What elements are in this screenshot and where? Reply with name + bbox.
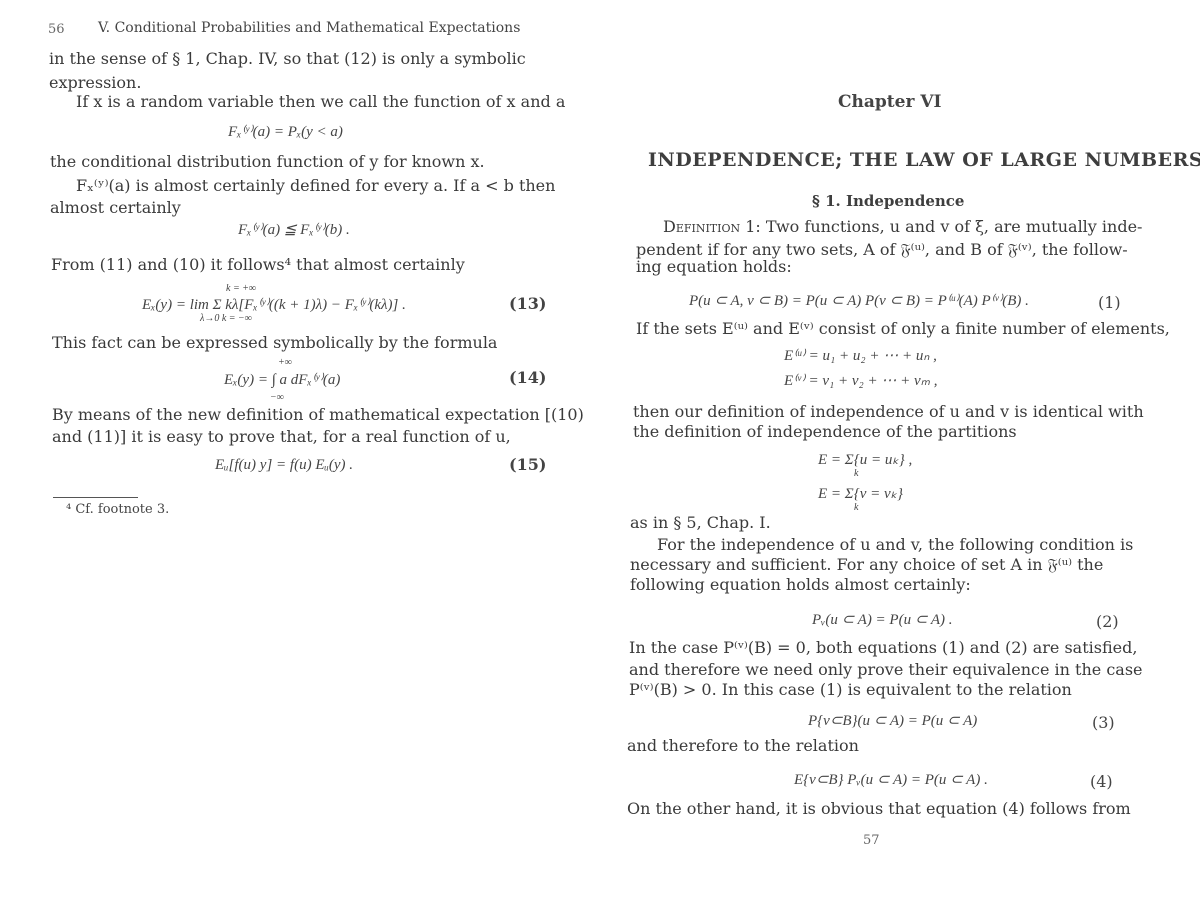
page-number: 57 bbox=[863, 833, 880, 848]
sum-lower-limit: λ→0 k = −∞ bbox=[200, 313, 252, 324]
text-line: necessary and sufficient. For any choice… bbox=[630, 555, 1104, 574]
equation-number-2: (2) bbox=[1096, 612, 1119, 631]
text-line: Fₓ⁽ʸ⁾(a) is almost certainly defined for… bbox=[76, 176, 556, 195]
equation-E-v: E⁽ᵛ⁾ = v₁ + v₂ + ⋯ + vₘ , bbox=[784, 373, 938, 389]
text-line: the definition of independence of the pa… bbox=[633, 422, 1017, 441]
text-line: and (11)] it is easy to prove that, for … bbox=[52, 427, 511, 446]
text-line: In the case P⁽ᵛ⁾(B) = 0, both equations … bbox=[629, 638, 1138, 657]
text-line: P⁽ᵛ⁾(B) > 0. In this case (1) is equival… bbox=[629, 680, 1072, 699]
text-line: On the other hand, it is obvious that eq… bbox=[627, 799, 1131, 818]
footnote-rule bbox=[53, 497, 138, 498]
text-line: and therefore to the relation bbox=[627, 736, 859, 755]
page-number: 56 bbox=[48, 22, 65, 37]
partition-v: E = Σ{v = vₖ} bbox=[818, 486, 904, 502]
text-line: This fact can be expressed symbolically … bbox=[52, 333, 498, 352]
text-line: almost certainly bbox=[50, 198, 181, 217]
text-line: By means of the new definition of mathem… bbox=[52, 405, 584, 424]
text-line: If x is a random variable then we call t… bbox=[76, 92, 566, 111]
text-line: : Two functions, u and v of ξ, are mutua… bbox=[755, 217, 1143, 236]
partition-u: E = Σ{u = uₖ} , bbox=[818, 452, 913, 468]
equation-number-14: (14) bbox=[509, 368, 547, 387]
equation-4: E{v⊂B} Pᵥ(u ⊂ A) = P(u ⊂ A) . bbox=[794, 772, 988, 788]
section-heading: § 1. Independence bbox=[812, 192, 965, 210]
equation-number-15: (15) bbox=[509, 455, 547, 474]
equation-E-u: E⁽ᵘ⁾ = u₁ + u₂ + ⋯ + uₙ , bbox=[784, 348, 937, 364]
text-line: ing equation holds: bbox=[636, 257, 792, 276]
integral-lower-limit: −∞ bbox=[270, 392, 284, 403]
equation-number-1: (1) bbox=[1098, 293, 1121, 312]
sum-index: k bbox=[854, 502, 859, 513]
text-line: expression. bbox=[49, 73, 142, 92]
equation-3: P{v⊂B}(u ⊂ A) = P(u ⊂ A) bbox=[808, 713, 978, 729]
left-page: 56 V. Conditional Probabilities and Math… bbox=[48, 20, 584, 517]
footnote: ⁴ Cf. footnote 3. bbox=[66, 502, 170, 517]
equation-number-3: (3) bbox=[1092, 713, 1115, 732]
integral-upper-limit: +∞ bbox=[278, 357, 292, 368]
equation-13: Eₓ(y) = lim Σ kλ[Fₓ⁽ʸ⁾((k + 1)λ) − Fₓ⁽ʸ⁾… bbox=[142, 297, 406, 313]
text-line: and therefore we need only prove their e… bbox=[629, 660, 1143, 679]
text-line: From (11) and (10) it follows⁴ that almo… bbox=[51, 255, 465, 274]
equation-number-13: (13) bbox=[509, 294, 547, 313]
running-header: V. Conditional Probabilities and Mathema… bbox=[98, 20, 521, 36]
definition-line: Definition 1: Two functions, u and v of … bbox=[663, 217, 1142, 237]
equation-2: Pᵥ(u ⊂ A) = P(u ⊂ A) . bbox=[812, 612, 953, 628]
equation-number-4: (4) bbox=[1090, 772, 1113, 791]
equation-1: P(u ⊂ A, v ⊂ B) = P(u ⊂ A) P(v ⊂ B) = P⁽… bbox=[689, 293, 1029, 309]
definition-label: Definition 1 bbox=[663, 217, 756, 236]
text-line: following equation holds almost certainl… bbox=[630, 575, 971, 594]
equation-15: Eᵤ[f(u) y] = f(u) Eᵤ(y) . bbox=[215, 457, 354, 473]
text-line: If the sets E⁽ᵘ⁾ and E⁽ᵛ⁾ consist of onl… bbox=[636, 319, 1170, 338]
equation-monotone: Fₓ⁽ʸ⁾(a) ≦ Fₓ⁽ʸ⁾(b) . bbox=[238, 222, 350, 238]
text-line: pendent if for any two sets, A of 𝔉⁽ᵘ⁾, … bbox=[636, 240, 1128, 259]
equation-14: Eₓ(y) = ∫ a dFₓ⁽ʸ⁾(a) bbox=[224, 372, 341, 388]
chapter-heading: Chapter VI bbox=[838, 92, 942, 112]
text-line: as in § 5, Chap. I. bbox=[630, 513, 771, 532]
text-line: in the sense of § 1, Chap. IV, so that (… bbox=[49, 49, 526, 68]
text-line: the conditional distribution function of… bbox=[50, 152, 485, 171]
sum-upper-limit: k = +∞ bbox=[226, 283, 257, 294]
text-line: then our definition of independence of u… bbox=[633, 402, 1144, 421]
chapter-title: INDEPENDENCE; THE LAW OF LARGE NUMBERS bbox=[648, 149, 1200, 171]
equation-cond-dist: Fₓ⁽ʸ⁾(a) = Pₓ(y < a) bbox=[228, 124, 343, 140]
sum-index: k bbox=[854, 468, 859, 479]
text-line: For the independence of u and v, the fol… bbox=[657, 535, 1134, 554]
right-page: Chapter VI INDEPENDENCE; THE LAW OF LARG… bbox=[600, 0, 1200, 900]
